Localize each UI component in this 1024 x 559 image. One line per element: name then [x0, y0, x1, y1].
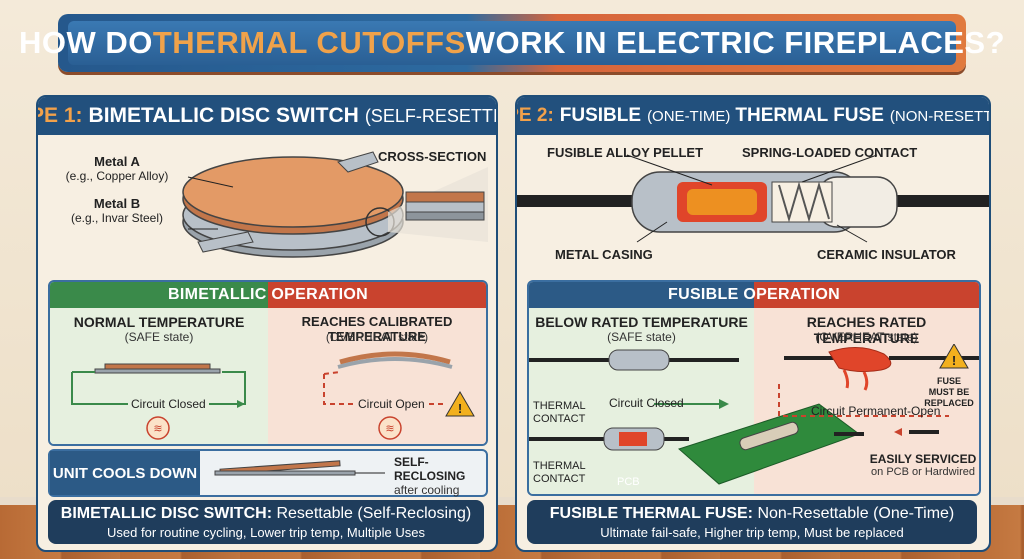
type1-name: BIMETALLIC DISC SWITCH: [88, 104, 359, 127]
svg-text:≋: ≋: [153, 423, 162, 435]
metal-casing-label: METAL CASING: [555, 247, 653, 262]
bimetallic-disc-illustration: [182, 151, 488, 258]
overheat-state-label: (OVERHEAT state): [325, 330, 429, 344]
normal-state-label: (SAFE state): [124, 330, 194, 344]
title-part1: HOW DO: [18, 25, 153, 60]
title-part2: WORK IN ELECTRIC FIREPLACES?: [465, 25, 1006, 60]
circuit-closed-label: Circuit Closed: [128, 397, 209, 411]
bimetallic-operation-title: BIMETALLIC OPERATION: [50, 282, 486, 308]
self-reclosing-label: SELF-RECLOSING after cooling: [394, 455, 486, 497]
svg-text:!: !: [458, 401, 462, 416]
fusible-panel: TYPE 2: FUSIBLE (ONE-TIME) THERMAL FUSE …: [515, 95, 991, 552]
fusible-operation-title: FUSIBLE OPERATION: [529, 282, 979, 308]
reclosing-disc-icon: [214, 460, 385, 476]
fusible-footer: FUSIBLE THERMAL FUSE: Non-Resettable (On…: [527, 500, 977, 544]
fusible-panel-header: TYPE 2: FUSIBLE (ONE-TIME) THERMAL FUSE …: [517, 97, 989, 135]
reaches-state-label: (OVERHEAT state): [815, 330, 918, 344]
bimetallic-operation-box: BIMETALLIC OPERATION NORMAL TEMPERATURE …: [48, 280, 488, 446]
type1-qualifier: (SELF-RESETTING): [364, 105, 498, 126]
normal-temp-title: NORMAL TEMPERATURE: [73, 314, 245, 330]
circuit-open-label: Circuit Open: [355, 397, 428, 411]
type1-label: TYPE 1:: [38, 104, 83, 127]
type2-label: TYPE 2:: [517, 105, 554, 126]
page-title: HOW DO THERMAL CUTOFFS WORK IN ELECTRIC …: [19, 21, 1005, 65]
svg-text:≋: ≋: [385, 423, 394, 435]
ceramic-insulator-label: CERAMIC INSULATOR: [817, 247, 956, 262]
metal-b-note: (e.g., Invar Steel): [70, 211, 164, 225]
unit-cools-down-label: UNIT COOLS DOWN: [50, 451, 200, 495]
below-state-label: (SAFE state): [607, 330, 676, 344]
overheat-state-pane: [268, 308, 486, 444]
metal-a-label: Metal A (e.g., Copper Alloy): [52, 154, 182, 184]
metal-b-name: Metal B: [93, 196, 141, 211]
metal-b-label: Metal B (e.g., Invar Steel): [52, 196, 182, 226]
bimetallic-footer-rest: Resettable (Self-Reclosing): [272, 505, 472, 522]
type2-qualifier: (NON-RESETTING): [889, 107, 991, 125]
circuit-permanent-open-label: Circuit Permanent-Open: [811, 404, 941, 418]
bimetallic-footer-bold: BIMETALLIC DISC SWITCH:: [60, 505, 273, 522]
easily-serviced-note: EASILY SERVICED on PCB or Hardwired: [869, 452, 977, 478]
fusible-footer-bold: FUSIBLE THERMAL FUSE:: [549, 505, 753, 522]
pcb-label: PCB: [617, 476, 640, 488]
after-cooling-note: after cooling: [394, 483, 460, 497]
spring-contact-label: SPRING-LOADED CONTACT: [742, 145, 918, 160]
easily-serviced-title: EASILY SERVICED: [869, 452, 977, 466]
bimetallic-footer: BIMETALLIC DISC SWITCH: Resettable (Self…: [48, 500, 484, 544]
fusible-pellet-label: FUSIBLE ALLOY PELLET: [547, 145, 704, 160]
fusible-footer-rest: Non-Resettable (One-Time): [753, 505, 955, 522]
reaches-rated-title: REACHES RATED TEMPERATURE: [806, 314, 927, 346]
title-highlight: THERMAL CUTOFFS: [152, 25, 466, 60]
on-pcb-note: on PCB or Hardwired: [871, 466, 975, 478]
cross-section-label: CROSS-SECTION: [378, 149, 487, 164]
bimetallic-panel-header: TYPE 1: BIMETALLIC DISC SWITCH (SELF-RES…: [38, 97, 496, 135]
svg-text:!: !: [952, 353, 956, 368]
type2-name: FUSIBLE: [559, 105, 642, 126]
thermal-contact-label-1: THERMAL CONTACT: [533, 400, 586, 425]
fusible-circuit-diagram: !: [529, 344, 979, 485]
unit-cools-down-box: UNIT COOLS DOWN SELF-RECLOSING after coo…: [48, 449, 488, 497]
type2-name-end: THERMAL FUSE: [735, 105, 884, 126]
fusible-footer-sub: Ultimate fail-safe, Higher trip temp, Mu…: [600, 525, 904, 540]
reaches-rated-pane: [754, 308, 979, 494]
below-rated-title: BELOW RATED TEMPERATURE: [535, 314, 748, 330]
bimetallic-footer-sub: Used for routine cycling, Lower trip tem…: [107, 525, 425, 540]
bimetallic-panel: TYPE 1: BIMETALLIC DISC SWITCH (SELF-RES…: [36, 95, 498, 552]
self-reclosing-title: SELF-RECLOSING: [394, 455, 466, 483]
title-banner: HOW DO THERMAL CUTOFFS WORK IN ELECTRIC …: [19, 14, 1005, 72]
overheat-temp-title: REACHES CALIBRATED TEMPERATURE: [301, 314, 453, 344]
metal-a-name: Metal A: [94, 154, 140, 169]
thermal-contact-label-2: THERMAL CONTACT: [533, 460, 586, 485]
thermal-fuse-illustration: [517, 154, 989, 243]
type2-name-mid: (ONE-TIME): [647, 107, 731, 125]
fusible-circuit-closed-label: Circuit Closed: [609, 396, 684, 410]
bimetallic-circuit-diagram: ≋ ! ≋: [71, 351, 475, 440]
fusible-operation-box: FUSIBLE OPERATION BELOW RATED TEMPERATUR…: [527, 280, 981, 496]
fuse-must-be-replaced-label: FUSE MUST BE REPLACED: [924, 376, 974, 408]
metal-a-note: (e.g., Copper Alloy): [65, 169, 169, 183]
